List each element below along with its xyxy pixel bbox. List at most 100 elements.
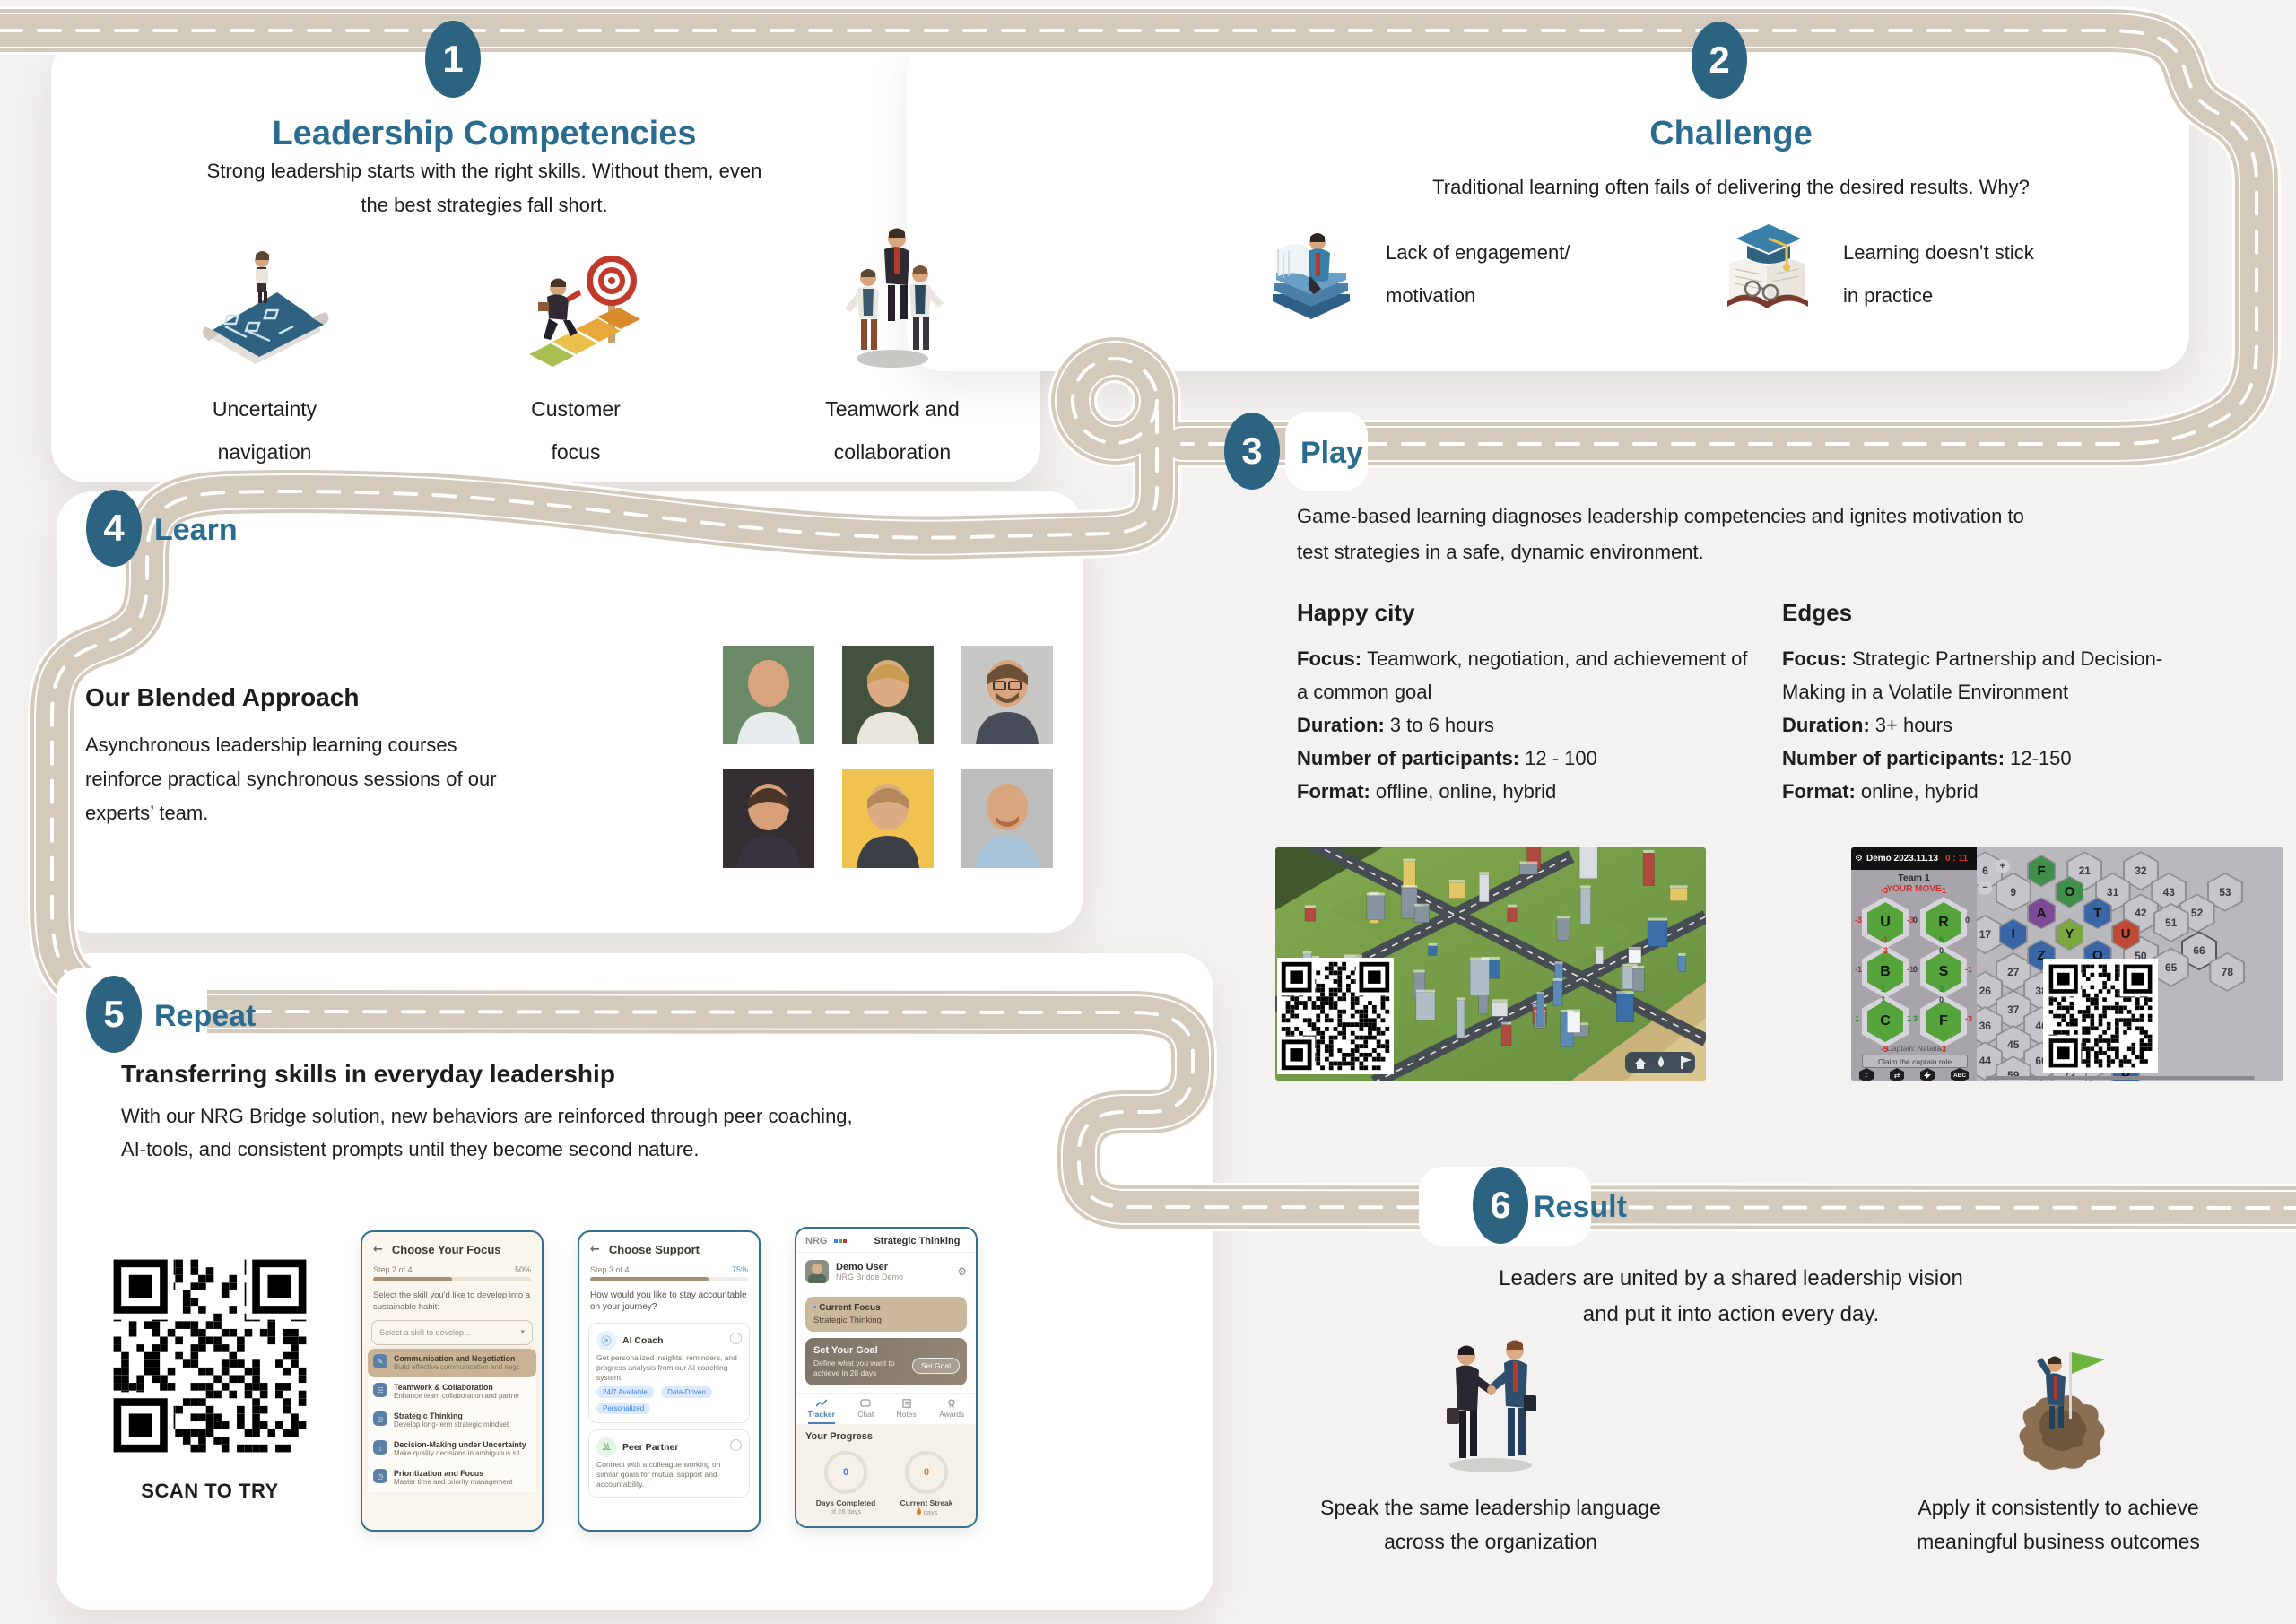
teamwork-icon xyxy=(816,213,969,375)
phone3-org: NRG Bridge Demo xyxy=(836,1272,904,1281)
robot-icon: ⓐ xyxy=(596,1331,616,1350)
challenge-item-1-text: Lack of engagement/motivation xyxy=(1386,241,1570,307)
edges-hex-modifier: 0 xyxy=(1913,965,1918,974)
current-streak-stat: 0 Current Streak days xyxy=(891,1451,962,1516)
edges-board-letter-hex: A xyxy=(2027,897,2057,930)
edges-swap-icon[interactable]: ⇄ xyxy=(1890,1068,1904,1081)
happy-city-specs: Focus:Teamwork, negotiation, and achieve… xyxy=(1297,647,1748,803)
expert-headshot xyxy=(723,646,814,744)
edges-hex-modifier: -3 xyxy=(1855,916,1863,925)
nrg-logo-pixels xyxy=(834,1239,848,1243)
your-progress-title: Your Progress xyxy=(805,1431,873,1442)
edges-board-letter-hex: F xyxy=(2027,855,2057,888)
speech-icon: ✎ xyxy=(373,1354,387,1368)
peer-partner-option[interactable]: ꔣ Peer Partner Connect with a colleague … xyxy=(588,1429,750,1498)
step-badge-5: 5 xyxy=(86,976,142,1053)
edges-zoom-control[interactable]: − xyxy=(1978,880,1993,895)
current-focus-box: • Current Focus Strategic Thinking xyxy=(805,1297,967,1332)
chevron-down-icon: ▾ xyxy=(520,1328,525,1337)
edges-teams-icon[interactable]: :: xyxy=(1859,1068,1874,1081)
edges-hex-modifier: -1 xyxy=(1965,965,1973,974)
peer-partner-radio[interactable] xyxy=(730,1439,742,1451)
edges-action-icon[interactable] xyxy=(1920,1068,1935,1081)
tab-tracker[interactable]: Tracker xyxy=(807,1399,835,1424)
edges-hex-modifier: 0 xyxy=(1965,916,1970,925)
title-learn: Learn xyxy=(154,513,238,547)
edges-hex-modifier: 0 xyxy=(1913,916,1918,925)
step-badge-6: 6 xyxy=(1473,1167,1528,1244)
books-person-icon xyxy=(1257,217,1365,323)
expert-headshot xyxy=(723,769,814,868)
claim-captain-button[interactable]: Claim the captain role xyxy=(1862,1055,1968,1068)
target-icon: ◎ xyxy=(373,1411,387,1426)
edges-hex-modifier: 0 xyxy=(1939,946,1944,955)
set-goal-button[interactable]: Set Goal xyxy=(911,1358,960,1374)
phone2-title: Choose Support xyxy=(608,1243,700,1256)
edges-hex-modifier: -5 xyxy=(1881,1045,1889,1054)
tag-available: 24/7 Available xyxy=(596,1386,654,1398)
people-icon: ☵ xyxy=(373,1383,387,1397)
competencies-subtitle: Strong leadership starts with the right … xyxy=(206,160,762,216)
game-title-happy-city: Happy city xyxy=(1297,599,1415,626)
edges-abc-icon[interactable]: ABC xyxy=(1951,1068,1969,1081)
phone-nrg-dashboard: NRG Strategic Thinking Demo User NRG Bri… xyxy=(795,1227,978,1528)
phone1-prompt: Select the skill you'd like to develop i… xyxy=(373,1290,531,1312)
edges-specs: Focus:Strategic Partnership and Decision… xyxy=(1782,647,2163,803)
edges-your-move-label: YOUR MOVE xyxy=(1886,884,1942,894)
step-badge-1: 1 xyxy=(425,21,481,98)
tab-chat[interactable]: Chat xyxy=(857,1399,874,1424)
edges-hex-modifier: 1 xyxy=(1855,1014,1860,1023)
edges-timer: 0 : 11 xyxy=(1945,854,1969,864)
step-badge-4: 4 xyxy=(86,490,142,567)
repeat-heading: Transferring skills in everyday leadersh… xyxy=(121,1060,615,1088)
gear-icon: ⚙ xyxy=(1855,854,1863,864)
expert-headshot xyxy=(842,769,934,868)
tracker-icon xyxy=(815,1399,827,1407)
back-arrow-icon[interactable]: ← xyxy=(590,1243,600,1256)
edges-hex-modifier: 0 xyxy=(1939,995,1944,1004)
phone-choose-support: ← Choose Support Step 3 of 4 75% How wou… xyxy=(578,1230,761,1532)
title-challenge: Challenge xyxy=(1649,115,1813,152)
tag-personalized: Personalized xyxy=(596,1403,651,1414)
result-subtitle: Leaders are united by a shared leadershi… xyxy=(1499,1266,1963,1326)
edges-hex-modifier: -3 xyxy=(1881,886,1889,895)
handshake-icon xyxy=(1428,1325,1553,1476)
edges-hex-modifier: -1 xyxy=(1939,886,1947,895)
game-title-edges: Edges xyxy=(1782,599,1853,626)
skill-select-dropdown[interactable]: Select a skill to develop...▾ xyxy=(371,1320,533,1345)
expert-headshot xyxy=(961,769,1053,868)
clock-icon: ◷ xyxy=(373,1469,387,1483)
settings-gear-icon[interactable]: ⚙ xyxy=(957,1265,967,1278)
phone1-step: Step 2 of 4 xyxy=(373,1265,413,1274)
ai-coach-radio[interactable] xyxy=(730,1333,742,1344)
edges-zoom-control[interactable]: + xyxy=(1995,858,2010,873)
phone2-step: Step 3 of 4 xyxy=(590,1265,630,1274)
title-result: Result xyxy=(1534,1190,1627,1224)
tab-notes[interactable]: Notes xyxy=(897,1399,917,1424)
days-completed-stat: 0 Days Completed of 28 days xyxy=(810,1451,882,1516)
edges-board-letter-hex: Y xyxy=(2055,917,2084,951)
phone2-prompt: How would you like to stay accountable o… xyxy=(590,1290,747,1312)
chat-icon xyxy=(860,1399,871,1407)
learn-heading: Our Blended Approach xyxy=(85,683,360,711)
bulb-icon: ¡ xyxy=(373,1440,387,1455)
edges-hex-modifier: -1 xyxy=(1855,965,1863,974)
edges-board-letter-hex: I xyxy=(1998,917,2028,951)
tab-awards[interactable]: Awards xyxy=(939,1399,964,1424)
phone-choose-your-focus: ← Choose Your Focus Step 2 of 4 50% Sele… xyxy=(361,1230,544,1532)
flame-icon xyxy=(916,1507,921,1515)
title-leadership-competencies: Leadership Competencies xyxy=(272,115,697,152)
ai-coach-option[interactable]: ⓐ AI Coach Get personalized insights, re… xyxy=(588,1323,750,1423)
back-arrow-icon[interactable]: ← xyxy=(373,1243,383,1256)
edges-hex-modifier: 1 xyxy=(1907,1014,1912,1023)
edges-hex-modifier: 3 xyxy=(1939,985,1944,994)
